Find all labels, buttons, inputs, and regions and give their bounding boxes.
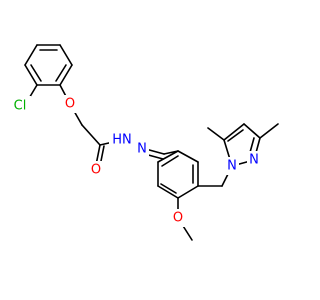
bond [259,123,279,139]
bond [55,64,67,82]
atom-layer: Cl O O HN N N N O [9,95,261,227]
atom-label-o-carbonyl: O [91,163,101,178]
bond-layer [24,44,279,241]
atom-n-imine: N [135,140,149,158]
atom-label-nh: HN [112,133,132,148]
bond [177,185,199,199]
bond [223,123,245,141]
atom-label-n-imine: N [137,142,147,157]
atom-label-n1-pyrazole: N [227,159,237,174]
bond [24,64,38,86]
bond [81,124,101,146]
structure-diagram: Cl O O HN N N N O [9,44,279,241]
bond [24,44,38,66]
atom-label-o-methoxy: O [173,211,183,226]
atom-n1-pyrazole: N [225,157,239,175]
atom-o-methoxy: O [171,209,185,227]
bond [177,150,199,163]
bond [59,44,73,66]
atom-label-n2-pyrazole: N [249,153,259,168]
atom-n2-pyrazole: N [247,151,261,169]
bond [243,123,261,139]
bond [30,64,42,82]
atom-nh: HN [109,131,135,149]
bond [207,127,225,141]
bond [161,155,179,167]
atom-o-carbonyl: O [89,161,103,179]
atom-o-ether: O [63,95,77,113]
bond [59,64,73,86]
bond [157,185,179,199]
atom-cl: Cl [9,96,31,114]
molecule-canvas: Cl O O HN N N N O [9,44,279,241]
bond [160,183,177,194]
atom-label-o-ether: O [65,97,75,112]
atom-label-cl: Cl [14,99,27,114]
bond [157,150,179,163]
bond [227,129,244,142]
